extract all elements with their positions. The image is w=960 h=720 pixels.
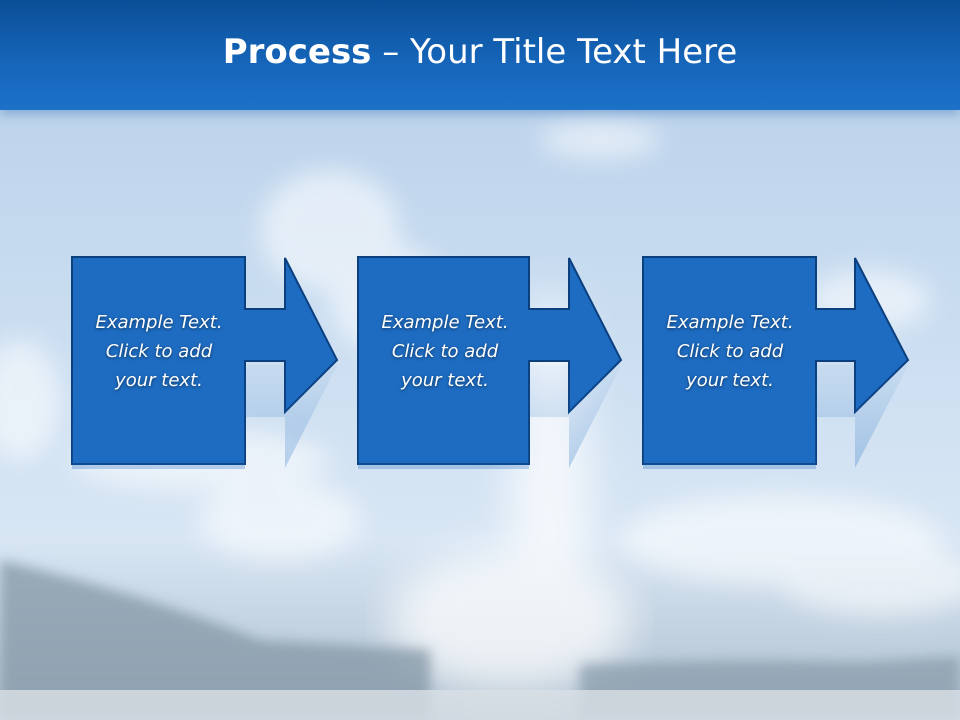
step-reflection	[643, 262, 908, 469]
title-bar	[0, 0, 960, 110]
step-line: your text.	[686, 370, 774, 391]
title-bold: Process	[222, 32, 372, 72]
step-line: your text.	[401, 370, 489, 391]
step-text: Example Text. Click to add your text.	[359, 308, 531, 395]
process-step-2[interactable]: Example Text. Click to add your text.	[357, 256, 697, 471]
slide-title[interactable]: Process – Your Title Text Here	[0, 32, 960, 72]
step-line: Click to add	[676, 341, 784, 362]
step-reflection	[72, 262, 337, 469]
arrow-callout-shape	[642, 256, 910, 465]
process-step-1[interactable]: Example Text. Click to add your text.	[71, 256, 411, 471]
step-line: Example Text.	[666, 312, 794, 333]
arrow-callout-shape	[357, 256, 623, 465]
step-line: Click to add	[391, 341, 499, 362]
step-reflection	[358, 262, 621, 469]
title-rest: – Your Title Text Here	[371, 32, 738, 72]
step-line: Example Text.	[95, 312, 223, 333]
process-step-3[interactable]: Example Text. Click to add your text.	[642, 256, 960, 471]
step-line: your text.	[115, 370, 203, 391]
step-line: Example Text.	[381, 312, 509, 333]
step-text: Example Text. Click to add your text.	[73, 308, 245, 395]
step-line: Click to add	[105, 341, 213, 362]
step-text: Example Text. Click to add your text.	[644, 308, 816, 395]
arrow-callout-shape	[71, 256, 339, 465]
ground	[0, 690, 960, 720]
